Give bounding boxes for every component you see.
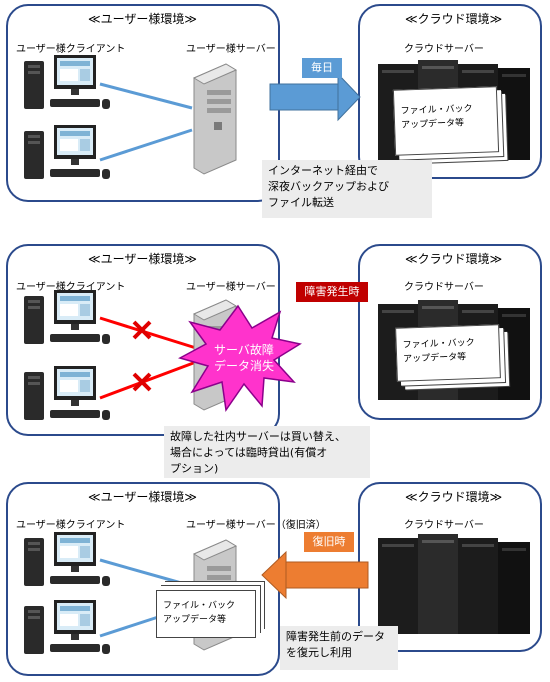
backup-document-3: ファイル・バック アップデータ等	[156, 590, 256, 638]
cloud-server-label-2: クラウドサーバー	[404, 282, 484, 293]
note-line: 深夜バックアップおよび	[268, 180, 389, 193]
server-label-2: ユーザー様サーバー	[186, 282, 276, 293]
restore-time-label: 復旧時	[304, 532, 354, 552]
server-label-1: ユーザー様サーバー	[186, 44, 276, 55]
upload-arrow	[269, 72, 361, 122]
cloud-env-title-3: ≪クラウド環境≫	[405, 490, 503, 504]
client-computer-icon	[24, 600, 110, 654]
burst-text-line: サーバ故障	[214, 343, 274, 357]
link-line-3a	[99, 558, 193, 588]
user-env-title-1: ≪ユーザー様環境≫	[88, 12, 197, 26]
client-label-1: ユーザー様クライアント	[16, 44, 126, 55]
note-3: 障害発生前のデータ を復元し利用	[280, 626, 398, 670]
client-computer-icon	[24, 532, 110, 586]
note-1: インターネット経由で 深夜バックアップおよび ファイル転送	[262, 160, 432, 218]
disconnect-x-icon	[132, 372, 152, 392]
note-line: プション)	[170, 462, 219, 475]
failure-occurred-label: 障害発生時	[296, 282, 368, 302]
server-label-3: ユーザー様サーバー（復旧済）	[186, 520, 326, 531]
note-line: 場合によっては臨時貸出(有償オ	[170, 446, 328, 459]
note-line: 障害発生前のデータ	[286, 630, 385, 643]
note-line: 故障した社内サーバーは買い替え、	[170, 430, 346, 443]
doc-text-line: ファイル・バック	[163, 601, 236, 611]
cloud-env-title-2: ≪クラウド環境≫	[405, 252, 503, 266]
client-label-3: ユーザー様クライアント	[16, 520, 126, 531]
broken-link-line-2b	[99, 360, 197, 400]
doc-text-line: アップデータ等	[163, 615, 227, 625]
client-label-2: ユーザー様クライアント	[16, 282, 126, 293]
link-line-1b	[99, 128, 193, 162]
burst-text-line: データ消失	[213, 359, 274, 373]
note-line: インターネット経由で	[268, 164, 378, 177]
note-line: ファイル転送	[268, 196, 334, 209]
cloud-server-label-3: クラウドサーバー	[404, 520, 484, 531]
cloud-env-title-1: ≪クラウド環境≫	[405, 12, 503, 26]
note-2: 故障した社内サーバーは買い替え、 場合によっては臨時貸出(有償オ プション)	[164, 426, 370, 478]
disconnect-x-icon	[132, 320, 152, 340]
burst-text: サーバ故障 データ消失	[204, 342, 284, 374]
link-line-1a	[99, 82, 193, 110]
user-env-title-2: ≪ユーザー様環境≫	[88, 252, 197, 266]
broken-link-line-2a	[99, 316, 197, 350]
user-env-title-3: ≪ユーザー様環境≫	[88, 490, 197, 504]
failure-burst-shape	[178, 304, 302, 412]
cloud-rack-icon	[378, 534, 530, 634]
daily-label: 毎日	[302, 58, 342, 78]
restore-arrow	[261, 550, 369, 600]
note-line: を復元し利用	[286, 646, 352, 659]
cloud-server-label-1: クラウドサーバー	[404, 44, 484, 55]
